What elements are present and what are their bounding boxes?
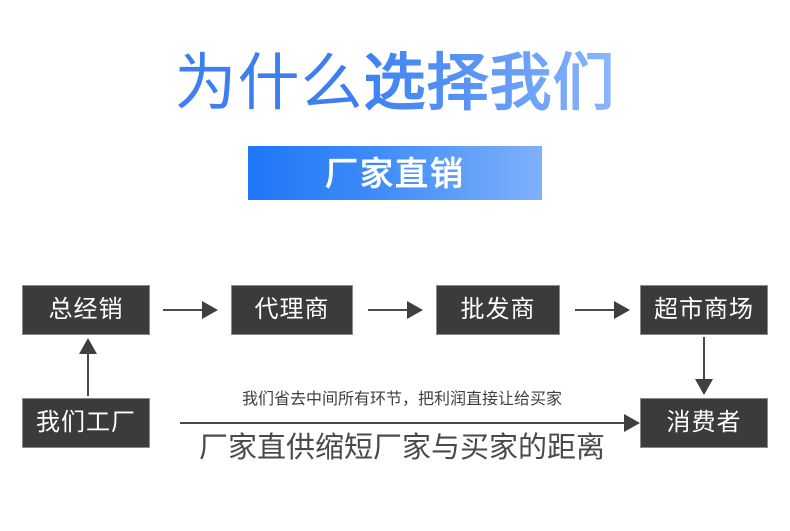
page-title-thin: 为什么	[174, 46, 364, 119]
arrow-shaft	[163, 309, 204, 311]
flow-box-xiaofeizhe: 消费者	[640, 398, 768, 448]
flow-box-label: 消费者	[666, 409, 742, 436]
subtitle-banner-label: 厂家直销	[325, 154, 465, 192]
arrow-right-icon	[368, 301, 423, 319]
caption-above-line: 我们省去中间所有环节，把利润直接让给买家	[241, 391, 562, 408]
arrow-down-icon	[695, 337, 713, 395]
arrow-shaft	[368, 309, 409, 311]
page-title-bold: 选择我们	[363, 49, 616, 118]
flow-box-womengongchang: 我们工厂	[22, 398, 150, 448]
flow-box-label: 总经销	[48, 296, 124, 323]
caption-below-line: 厂家直供缩短厂家与买家的距离	[198, 432, 605, 464]
arrow-shaft	[180, 422, 624, 424]
page-title: 为什么选择我们	[0, 52, 790, 115]
arrow-head	[695, 379, 713, 395]
arrow-right-icon	[575, 301, 630, 319]
subtitle-banner: 厂家直销	[248, 146, 542, 200]
arrow-shaft	[87, 352, 89, 396]
arrow-head	[624, 414, 640, 432]
flow-box-dailishang: 代理商	[231, 285, 353, 335]
arrow-head	[614, 301, 630, 319]
flow-box-label: 批发商	[460, 296, 536, 323]
flow-box-zongjingxiao: 总经销	[22, 285, 150, 335]
flow-box-chaoshishangchang: 超市商场	[640, 285, 768, 335]
arrow-right-icon	[163, 301, 218, 319]
arrow-shaft	[575, 309, 616, 311]
arrow-head	[407, 301, 423, 319]
arrow-right-direct-icon	[180, 414, 640, 432]
flow-box-label: 超市商场	[654, 296, 754, 323]
flow-box-label: 我们工厂	[36, 409, 136, 436]
arrow-head	[79, 338, 97, 354]
arrow-shaft	[703, 337, 705, 381]
arrow-up-icon	[79, 338, 97, 396]
arrow-head	[202, 301, 218, 319]
flow-box-pifashang: 批发商	[436, 285, 560, 335]
flow-box-label: 代理商	[254, 296, 330, 323]
